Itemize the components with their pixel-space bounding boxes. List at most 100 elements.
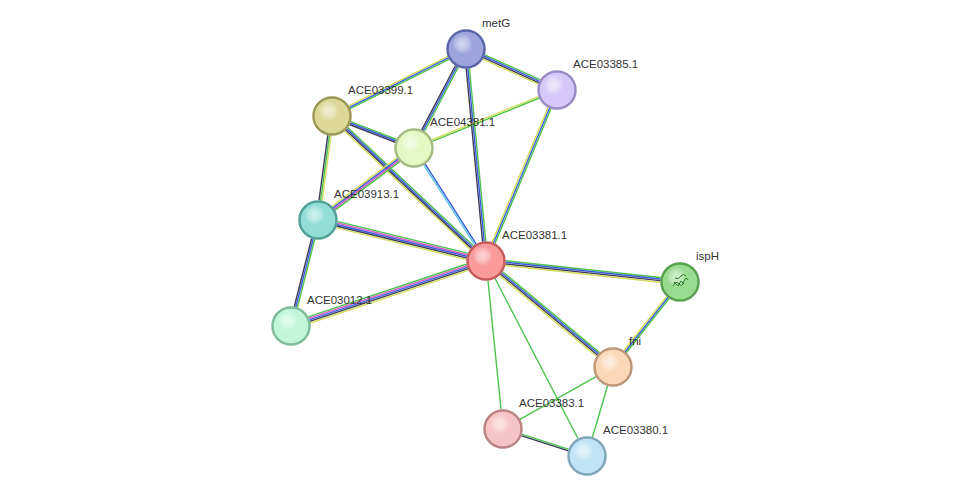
protein-node: fni [593,347,633,387]
node-shine [596,350,630,384]
evidence-strand [506,261,660,278]
node-circle [567,436,607,476]
evidence-strand [334,159,398,207]
protein-node: ispH [660,262,700,302]
node-shine [570,439,604,473]
node-label: ispH [696,249,719,263]
node-circle [446,29,486,69]
evidence-strand [488,281,501,409]
protein-node: ACE03385.1 [537,70,577,110]
node-fill [569,438,606,475]
node-shine [449,32,483,66]
evidence-strand [506,262,660,279]
interaction-edge [333,158,400,210]
node-label: ACE04381.1 [430,115,495,129]
evidence-strand [485,55,540,80]
interaction-edge [488,281,501,409]
evidence-strand [310,267,467,319]
interaction-edge [319,136,331,201]
interaction-edge [506,261,661,282]
node-label: ACE03381.1 [502,228,567,242]
protein-node: ACE03913.1 [298,200,338,240]
evidence-strand [469,69,485,241]
node-shine [663,265,697,299]
evidence-strand [351,59,449,108]
interaction-edge [483,55,540,84]
node-label: ACE03385.1 [573,57,638,71]
evidence-strand [495,109,551,243]
evidence-strand [625,298,667,352]
evidence-strand [425,164,476,243]
node-shine [315,99,349,133]
evidence-strand [501,274,597,354]
node-circle [466,241,506,281]
evidence-strand [492,108,548,242]
evidence-strand [485,56,540,81]
evidence-strand [627,299,669,353]
node-label: ACE03380.1 [603,423,668,437]
node-label: fni [629,334,641,348]
evidence-strand [503,272,599,352]
interaction-edge [492,108,551,243]
node-fill [396,130,433,167]
node-fill [448,31,485,68]
evidence-strand [483,59,538,84]
node-label: ACE03383.1 [519,396,584,410]
interaction-edge [337,222,468,260]
evidence-strand [506,264,660,281]
evidence-strand [338,223,467,255]
protein-node: ACE03399.1 [312,96,352,136]
interaction-edge [349,57,449,109]
structure-icon [673,275,688,287]
protein-node: ACE03380.1 [567,436,607,476]
node-shine [301,203,335,237]
node-fill [485,411,522,448]
node-shine [274,309,308,343]
node-circle [593,347,633,387]
node-label: ACE03913.1 [334,187,399,201]
interaction-edge [522,434,568,450]
evidence-strand [506,266,660,283]
node-fill [468,243,505,280]
protein-node: ACE03381.1 [466,241,506,281]
evidence-strand [466,69,482,241]
evidence-strand [468,69,484,241]
evidence-strand [309,264,466,316]
node-fill [300,202,337,239]
node-label: metG [482,16,510,30]
protein-node: ACE03383.1 [483,409,523,449]
interaction-edge [309,264,468,322]
protein-node: ACE04381.1 [394,128,434,168]
evidence-strand [319,136,328,200]
evidence-strand [335,162,399,210]
node-fill [273,308,310,345]
node-shine [540,73,574,107]
protein-node: ACE03012.1 [271,306,311,346]
node-circle [312,96,352,136]
node-circle [483,409,523,449]
evidence-strand [350,58,448,107]
node-fill [595,349,632,386]
evidence-strand [502,273,598,353]
protein-node: metG [446,29,486,69]
evidence-strand [338,222,467,254]
node-circle [660,262,700,302]
node-shine [397,131,431,165]
evidence-strand [337,225,466,257]
evidence-strand [624,297,666,351]
evidence-strand [349,57,447,106]
interaction-edge [466,69,485,241]
evidence-strand [424,165,475,244]
node-circle [298,200,338,240]
node-circle [271,306,311,346]
evidence-strand [309,266,466,318]
node-fill [314,98,351,135]
node-fill [539,72,576,109]
evidence-strand [522,434,568,449]
evidence-strand [522,436,568,451]
evidence-strand [494,108,550,242]
interaction-edge [624,297,669,353]
evidence-strand [334,161,398,209]
evidence-strand [484,58,539,83]
node-circle [394,128,434,168]
